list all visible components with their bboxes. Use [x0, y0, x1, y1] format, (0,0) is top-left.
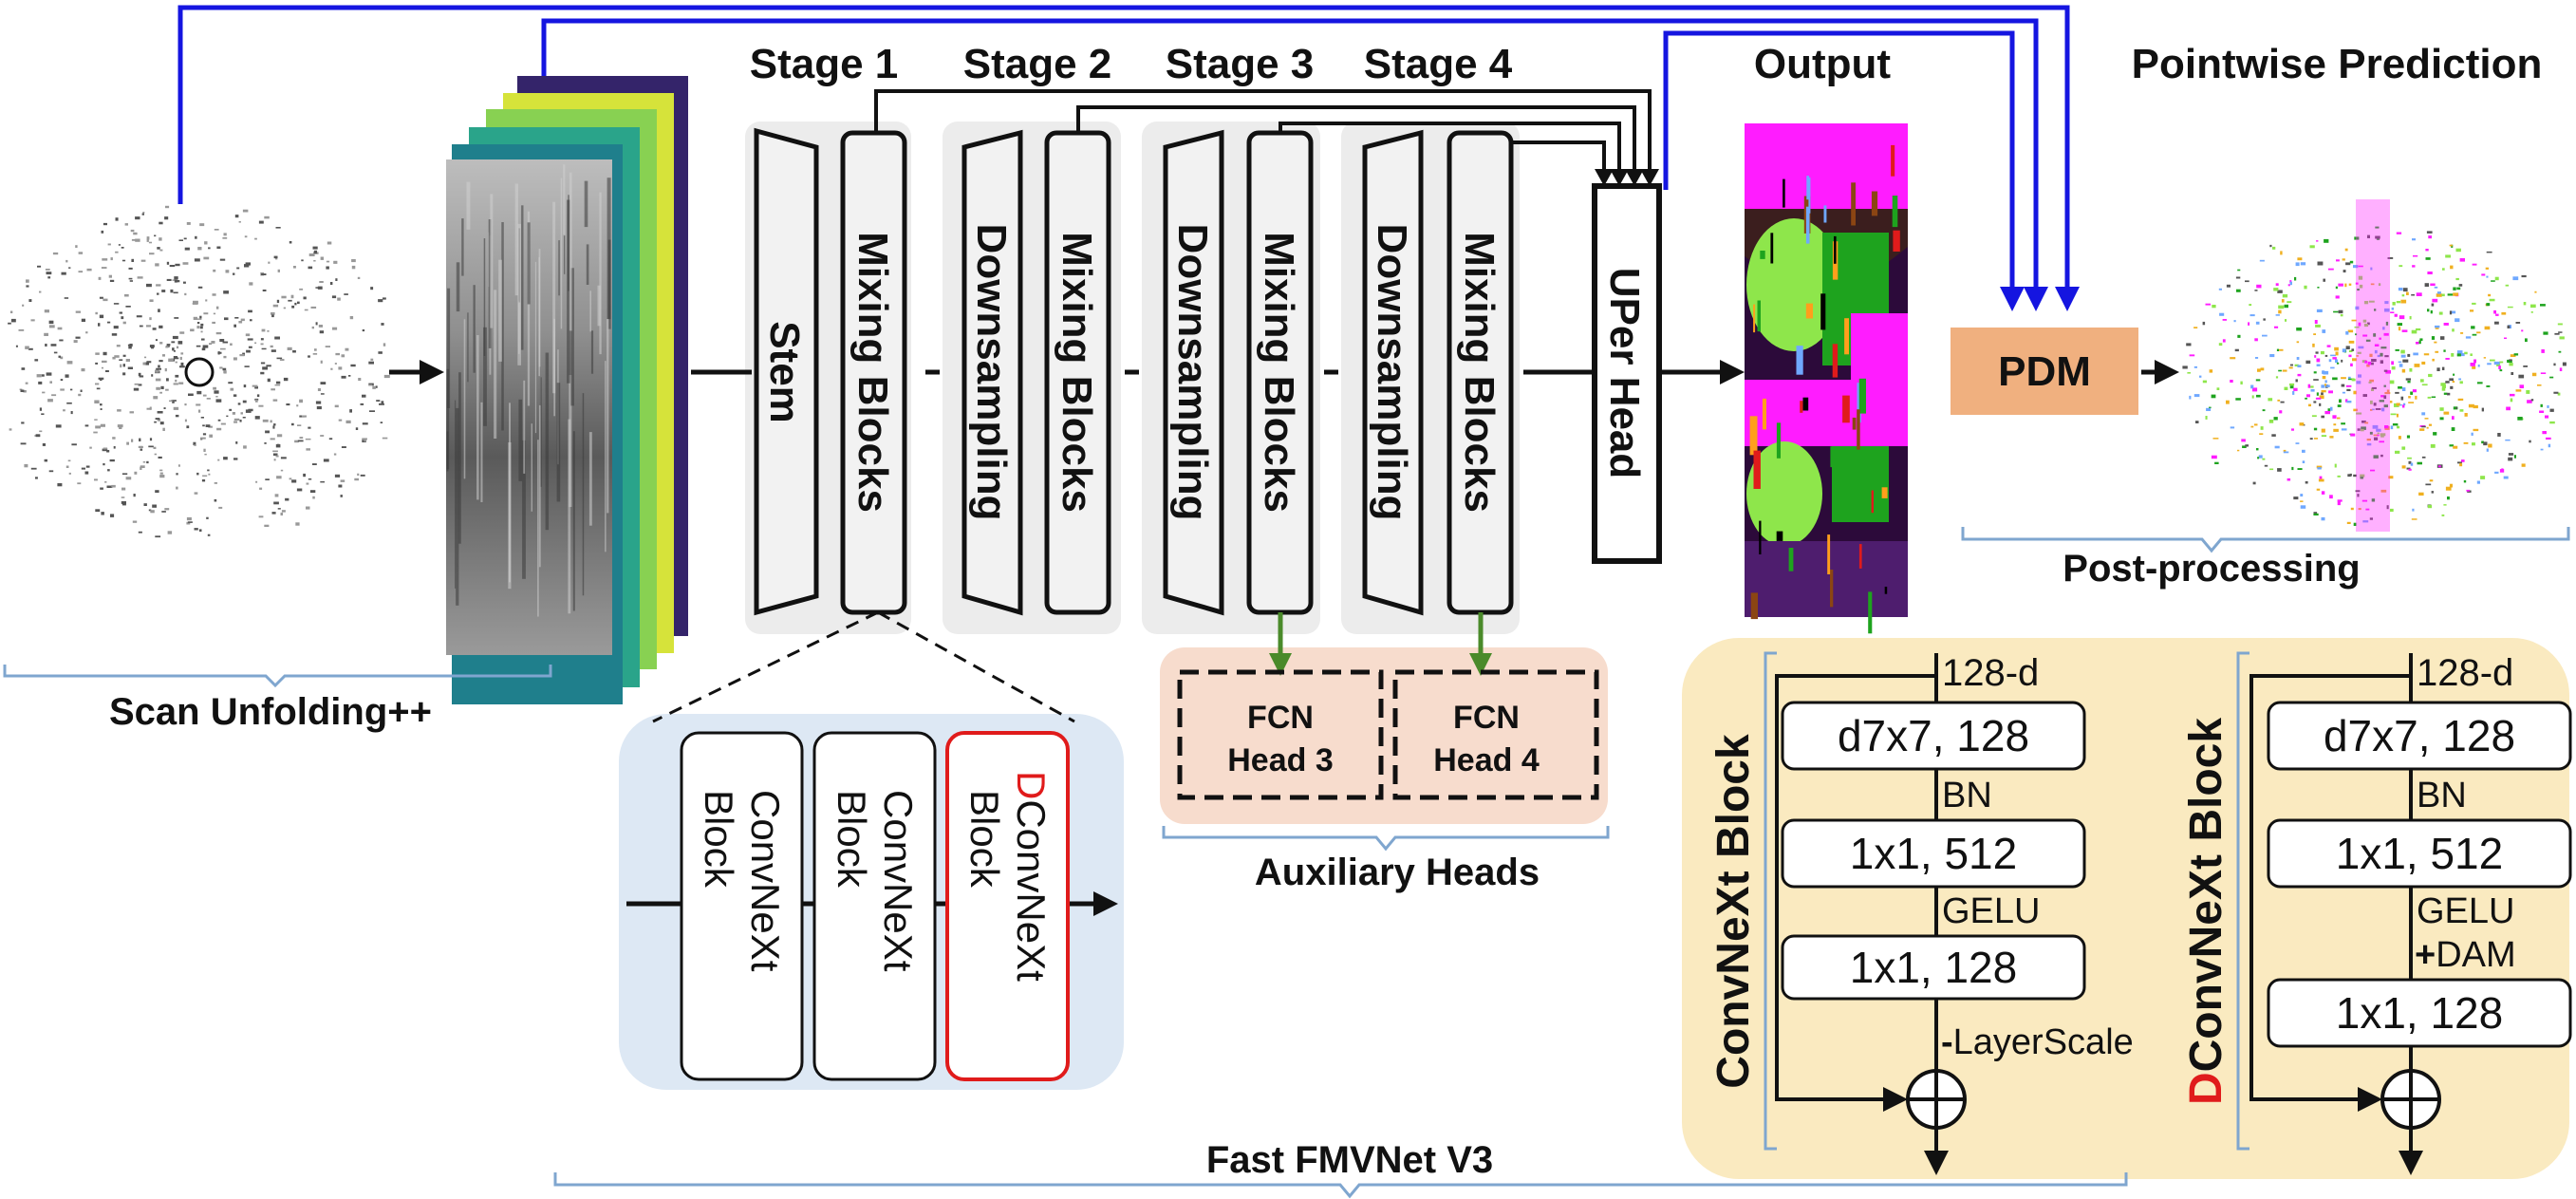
layerscale-minus: -	[1941, 1022, 1953, 1062]
stage1-title: Stage 1	[750, 41, 899, 87]
stage3-downsampling: Downsampling	[1163, 129, 1224, 616]
dconvnext-block: DConvNeXt Block	[945, 731, 1070, 1081]
output-title: Output	[1754, 41, 1892, 87]
mixing-blocks-label-2: Mixing Blocks	[1054, 232, 1100, 513]
head-input-arrows	[1595, 169, 1659, 186]
dconvnext-title-rest: ConvNeXt Block	[2181, 718, 2231, 1073]
stage4-mixing-blocks: Mixing Blocks	[1447, 130, 1514, 615]
convnext-act: GELU	[1942, 891, 2040, 931]
mixing-blocks-label-3: Mixing Blocks	[1256, 232, 1302, 513]
convnext-block-1-line1: ConvNeXt	[743, 790, 788, 972]
aux-arrows	[1269, 612, 1492, 676]
dconvnext-name: ConvNeXt	[1009, 799, 1054, 982]
fast-fmvnet-label: Fast FMVNet V3	[1206, 1139, 1493, 1181]
stage4-title: Stage 4	[1364, 41, 1513, 87]
fcn-head-3-line1: FCN	[1247, 700, 1314, 736]
stage1-mixing-blocks: Mixing Blocks	[840, 130, 907, 615]
convnext-block-1: ConvNeXt Block	[680, 731, 804, 1081]
pointwise-prediction-title: Pointwise Prediction	[2132, 41, 2543, 87]
output-segmentation-map	[1745, 123, 1908, 634]
dconvnext-d-prefix: D	[1009, 771, 1054, 799]
convnext-input-dim: 128-d	[1942, 652, 2039, 694]
convnext-block-detail: ConvNeXt Block 128-d d7x7, 128 BN 1x1, 5…	[1708, 652, 2134, 1175]
convnext-block-1-line2: Block	[697, 790, 741, 889]
stage2-downsampling: Downsampling	[961, 129, 1023, 616]
dconvnext-norm: BN	[2417, 776, 2467, 815]
convnext-layerscale-removed: -LayerScale	[1941, 1022, 2134, 1062]
zoom-dashed-lines	[652, 610, 1075, 723]
pdm-label: PDM	[1998, 348, 2091, 395]
braces	[3, 527, 2570, 1199]
downsampling-label-2: Downsampling	[968, 224, 1015, 521]
convnext-block-title: ConvNeXt Block	[1708, 734, 1759, 1089]
stage2-title: Stage 2	[963, 41, 1112, 87]
skip-connections	[177, 5, 2080, 311]
dconvnext-layer2: 1x1, 512	[2336, 829, 2503, 878]
dconvnext-input-dim: 128-d	[2417, 652, 2513, 694]
dconvnext-block-title: DConvNeXt Block	[2181, 718, 2231, 1105]
pdm-block: PDM	[1951, 328, 2138, 415]
fcn-head-4-line1: FCN	[1453, 700, 1520, 736]
fcn-head-3: FCN Head 3	[1177, 669, 1384, 800]
stage2-mixing-blocks: Mixing Blocks	[1044, 130, 1111, 615]
dconvnext-block-detail: DConvNeXt Block 128-d d7x7, 128 BN 1x1, …	[2181, 652, 2572, 1175]
convnext-block-2-line2: Block	[830, 790, 874, 889]
scan-unfolding-label: Scan Unfolding++	[109, 691, 432, 733]
fcn-head-4-line2: Head 4	[1433, 742, 1540, 778]
fcn-head-3-line2: Head 3	[1227, 742, 1334, 778]
dam-plus: +	[2415, 935, 2436, 975]
convnext-layer3: 1x1, 128	[1850, 943, 2017, 992]
stem-block: Stem	[754, 127, 819, 616]
downsampling-label-4: Downsampling	[1369, 224, 1415, 521]
aux-heads-panel	[1160, 647, 1608, 824]
input-scan-pointcloud	[8, 205, 390, 538]
downsampling-label-3: Downsampling	[1169, 224, 1216, 521]
mixing-blocks-label-4: Mixing Blocks	[1456, 232, 1503, 513]
convnext-block-2-line1: ConvNeXt	[876, 790, 921, 972]
stage4-downsampling: Downsampling	[1362, 129, 1424, 616]
fcn-head-4: FCN Head 4	[1392, 669, 1599, 800]
mixing-blocks-label-1: Mixing Blocks	[849, 232, 896, 513]
stage3-title: Stage 3	[1166, 41, 1315, 87]
predicted-pointcloud	[2182, 199, 2567, 532]
uper-head-block: UPer Head	[1592, 183, 1662, 564]
dconvnext-title-d: D	[2181, 1072, 2231, 1105]
dconvnext-act: GELU	[2417, 891, 2514, 931]
post-processing-label: Post-processing	[2063, 548, 2360, 590]
dconvnext-block-line1: DConvNeXt	[1009, 771, 1054, 982]
range-image-stack	[446, 76, 688, 704]
dconvnext-block-line2: Block	[962, 790, 1007, 889]
dam-text: DAM	[2436, 935, 2515, 975]
stage3-mixing-blocks: Mixing Blocks	[1246, 130, 1314, 615]
auxiliary-heads-label: Auxiliary Heads	[1255, 852, 1540, 893]
convnext-layer2: 1x1, 512	[1850, 829, 2017, 878]
convnext-block-2: ConvNeXt Block	[812, 731, 937, 1081]
dconvnext-layer3: 1x1, 128	[2336, 988, 2503, 1038]
uper-head-label: UPer Head	[1601, 268, 1648, 479]
dconvnext-layer1: d7x7, 128	[2324, 711, 2515, 760]
convnext-layer1: d7x7, 128	[1838, 711, 2029, 760]
convnext-norm: BN	[1942, 776, 1992, 815]
stem-label: Stem	[761, 321, 808, 423]
layerscale-text: LayerScale	[1953, 1022, 2134, 1062]
dconvnext-dam-added: +DAM	[2415, 935, 2516, 975]
